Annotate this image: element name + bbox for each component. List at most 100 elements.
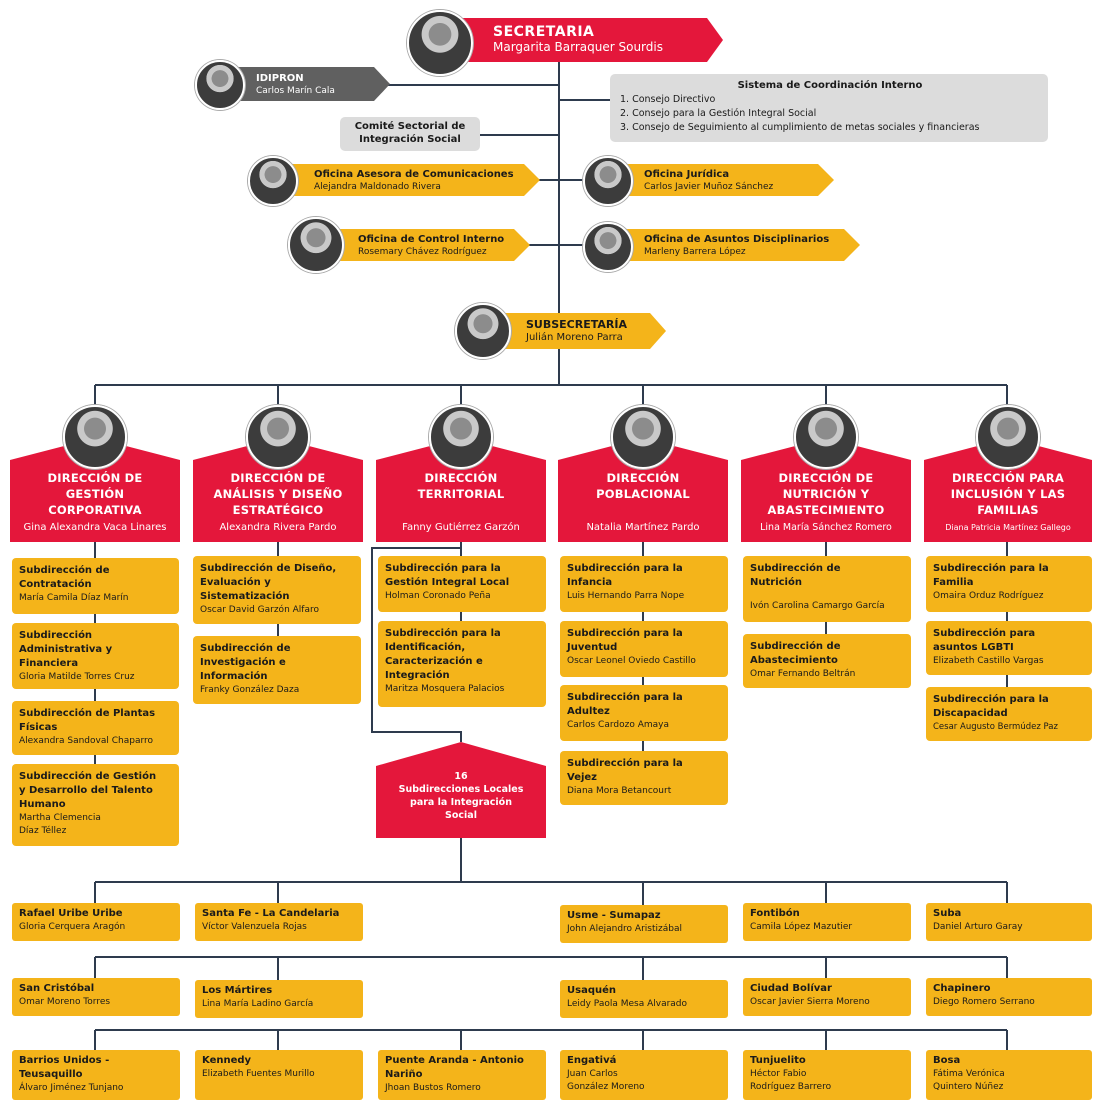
subsecretaria-photo — [455, 303, 511, 359]
subdirection-title: Subdirección para la — [567, 563, 683, 574]
subdirection-title: Gestión Integral Local — [385, 577, 510, 588]
direction-head-name: Alexandra Rivera Pardo — [219, 522, 337, 533]
subdirection-title: Identificación, — [385, 642, 466, 653]
subdirection-title: Subdirección de — [200, 643, 291, 654]
subdirection-title: Subdirección para la — [567, 692, 683, 703]
direction-title-line: DIRECCIÓN DE — [47, 471, 143, 485]
direction-title-line: NUTRICIÓN Y — [782, 487, 870, 501]
local-title: Usme - Sumapaz — [567, 910, 661, 921]
subdirection-title: Subdirección para — [933, 628, 1036, 639]
local-title: Los Mártires — [202, 985, 273, 996]
direction-title-line: CORPORATIVA — [48, 503, 142, 517]
secretaria-name: Margarita Barraquer Sourdis — [493, 40, 663, 54]
local-title: Teusaquillo — [19, 1069, 83, 1080]
subdirection-head: Alexandra Sandoval Chaparro — [19, 736, 154, 746]
direction-head-name: Gina Alexandra Vaca Linares — [23, 522, 167, 533]
local-header-line: 16 — [454, 771, 468, 782]
local-title: Usaquén — [567, 985, 616, 996]
local-head: John Alejandro Aristizábal — [567, 924, 682, 934]
subdirection-title: Discapacidad — [933, 708, 1008, 719]
office-name: Carlos Javier Muñoz Sánchez — [644, 182, 774, 192]
office-name: Alejandra Maldonado Rivera — [314, 182, 441, 192]
subdirection-title: Familia — [933, 577, 974, 588]
direction-title-line: TERRITORIAL — [417, 487, 505, 501]
office-internal-control: Oficina de Control Interno Rosemary Cháv… — [320, 229, 530, 261]
subdirection-title: Subdirección de Plantas — [19, 708, 156, 719]
committee-line-1: Comité Sectorial de — [354, 121, 466, 132]
local-title: Nariño — [385, 1069, 423, 1080]
coordination-system-box: Sistema de Coordinación Interno 1. Conse… — [610, 74, 1048, 142]
local-head: Juan Carlos — [567, 1069, 618, 1079]
local-header-line: Social — [445, 810, 477, 821]
direction-title-line: DIRECCIÓN — [606, 471, 680, 485]
direction-title-line: ANÁLISIS Y DISEÑO — [213, 487, 343, 501]
direction-title-line: ESTRATÉGICO — [232, 503, 324, 517]
local-title: Fontibón — [750, 908, 800, 919]
sector-committee-box: Comité Sectorial de Integración Social — [340, 117, 480, 151]
subdirection-head: Maritza Mosquera Palacios — [385, 684, 505, 694]
subsecretaria-banner: SUBSECRETARÍA Julián Moreno Parra — [490, 313, 666, 349]
subdirection-head: Cesar Augusto Bermúdez Paz — [933, 722, 1058, 732]
subdirection-title: asuntos LGBTI — [933, 642, 1014, 653]
local-title: Puente Aranda - Antonio — [385, 1055, 524, 1066]
direction-photo — [429, 405, 493, 469]
local-head: Quintero Núñez — [933, 1082, 1004, 1092]
direction-head-name: Diana Patricia Martínez Gallego — [945, 523, 1071, 532]
subdirection-title: Vejez — [567, 772, 598, 783]
subdirection-head: Holman Coronado Peña — [385, 591, 491, 601]
subdirection-title: Subdirección de Diseño, — [200, 563, 337, 574]
subdirection-title: Subdirección para la — [385, 628, 501, 639]
subdirection-head: María Camila Díaz Marín — [19, 593, 129, 603]
subdirection-title: Juventud — [567, 642, 618, 653]
idipron-title: IDIPRON — [256, 73, 304, 84]
subdirection-title: Caracterización e — [385, 656, 483, 667]
committee-line-2: Integración Social — [359, 134, 461, 145]
office-name: Rosemary Chávez Rodríguez — [358, 247, 487, 257]
subsecretaria-name: Julián Moreno Parra — [526, 332, 623, 343]
subdirection-title: Subdirección para la — [933, 694, 1049, 705]
local-header-line: Subdirecciones Locales — [398, 784, 524, 795]
subdirection-head: Martha Clemencia — [19, 813, 101, 823]
subdirection-box: Subdirección para la Identificación, Carac… — [378, 621, 546, 707]
subdirection-title: Subdirección de Gestión — [19, 771, 157, 782]
disciplinary-photo — [583, 222, 633, 272]
local-head: Héctor Fabio — [750, 1069, 807, 1079]
subdirection-title: Integración — [385, 670, 450, 681]
direction-title-line: DIRECCIÓN — [424, 471, 498, 485]
subdirection-head: Díaz Téllez — [19, 826, 67, 836]
local-title: Chapinero — [933, 983, 991, 994]
control-photo — [288, 217, 344, 273]
subdirection-head: Omaira Orduz Rodríguez — [933, 591, 1044, 601]
subdirection-head: Omar Fernando Beltrán — [750, 669, 856, 679]
local-header-line: para la Integración — [410, 797, 512, 808]
subdirection-title: Subdirección para la — [933, 563, 1049, 574]
subdirection-head: Gloria Matilde Torres Cruz — [19, 672, 135, 682]
direction-title-line: DIRECCIÓN PARA — [952, 471, 1064, 485]
subdirection-head: Ivón Carolina Camargo García — [750, 601, 885, 611]
local-head: Diego Romero Serrano — [933, 997, 1035, 1007]
secretaria-photo — [407, 10, 473, 76]
direction-head-name: Natalia Martínez Pardo — [586, 522, 700, 533]
direction-title-line: POBLACIONAL — [596, 487, 690, 501]
subdirection-title: Subdirección de — [19, 565, 110, 576]
coordination-item: 2. Consejo para la Gestión Integral Soci… — [620, 108, 817, 119]
subdirection-head: Luis Hernando Parra Nope — [567, 591, 685, 601]
